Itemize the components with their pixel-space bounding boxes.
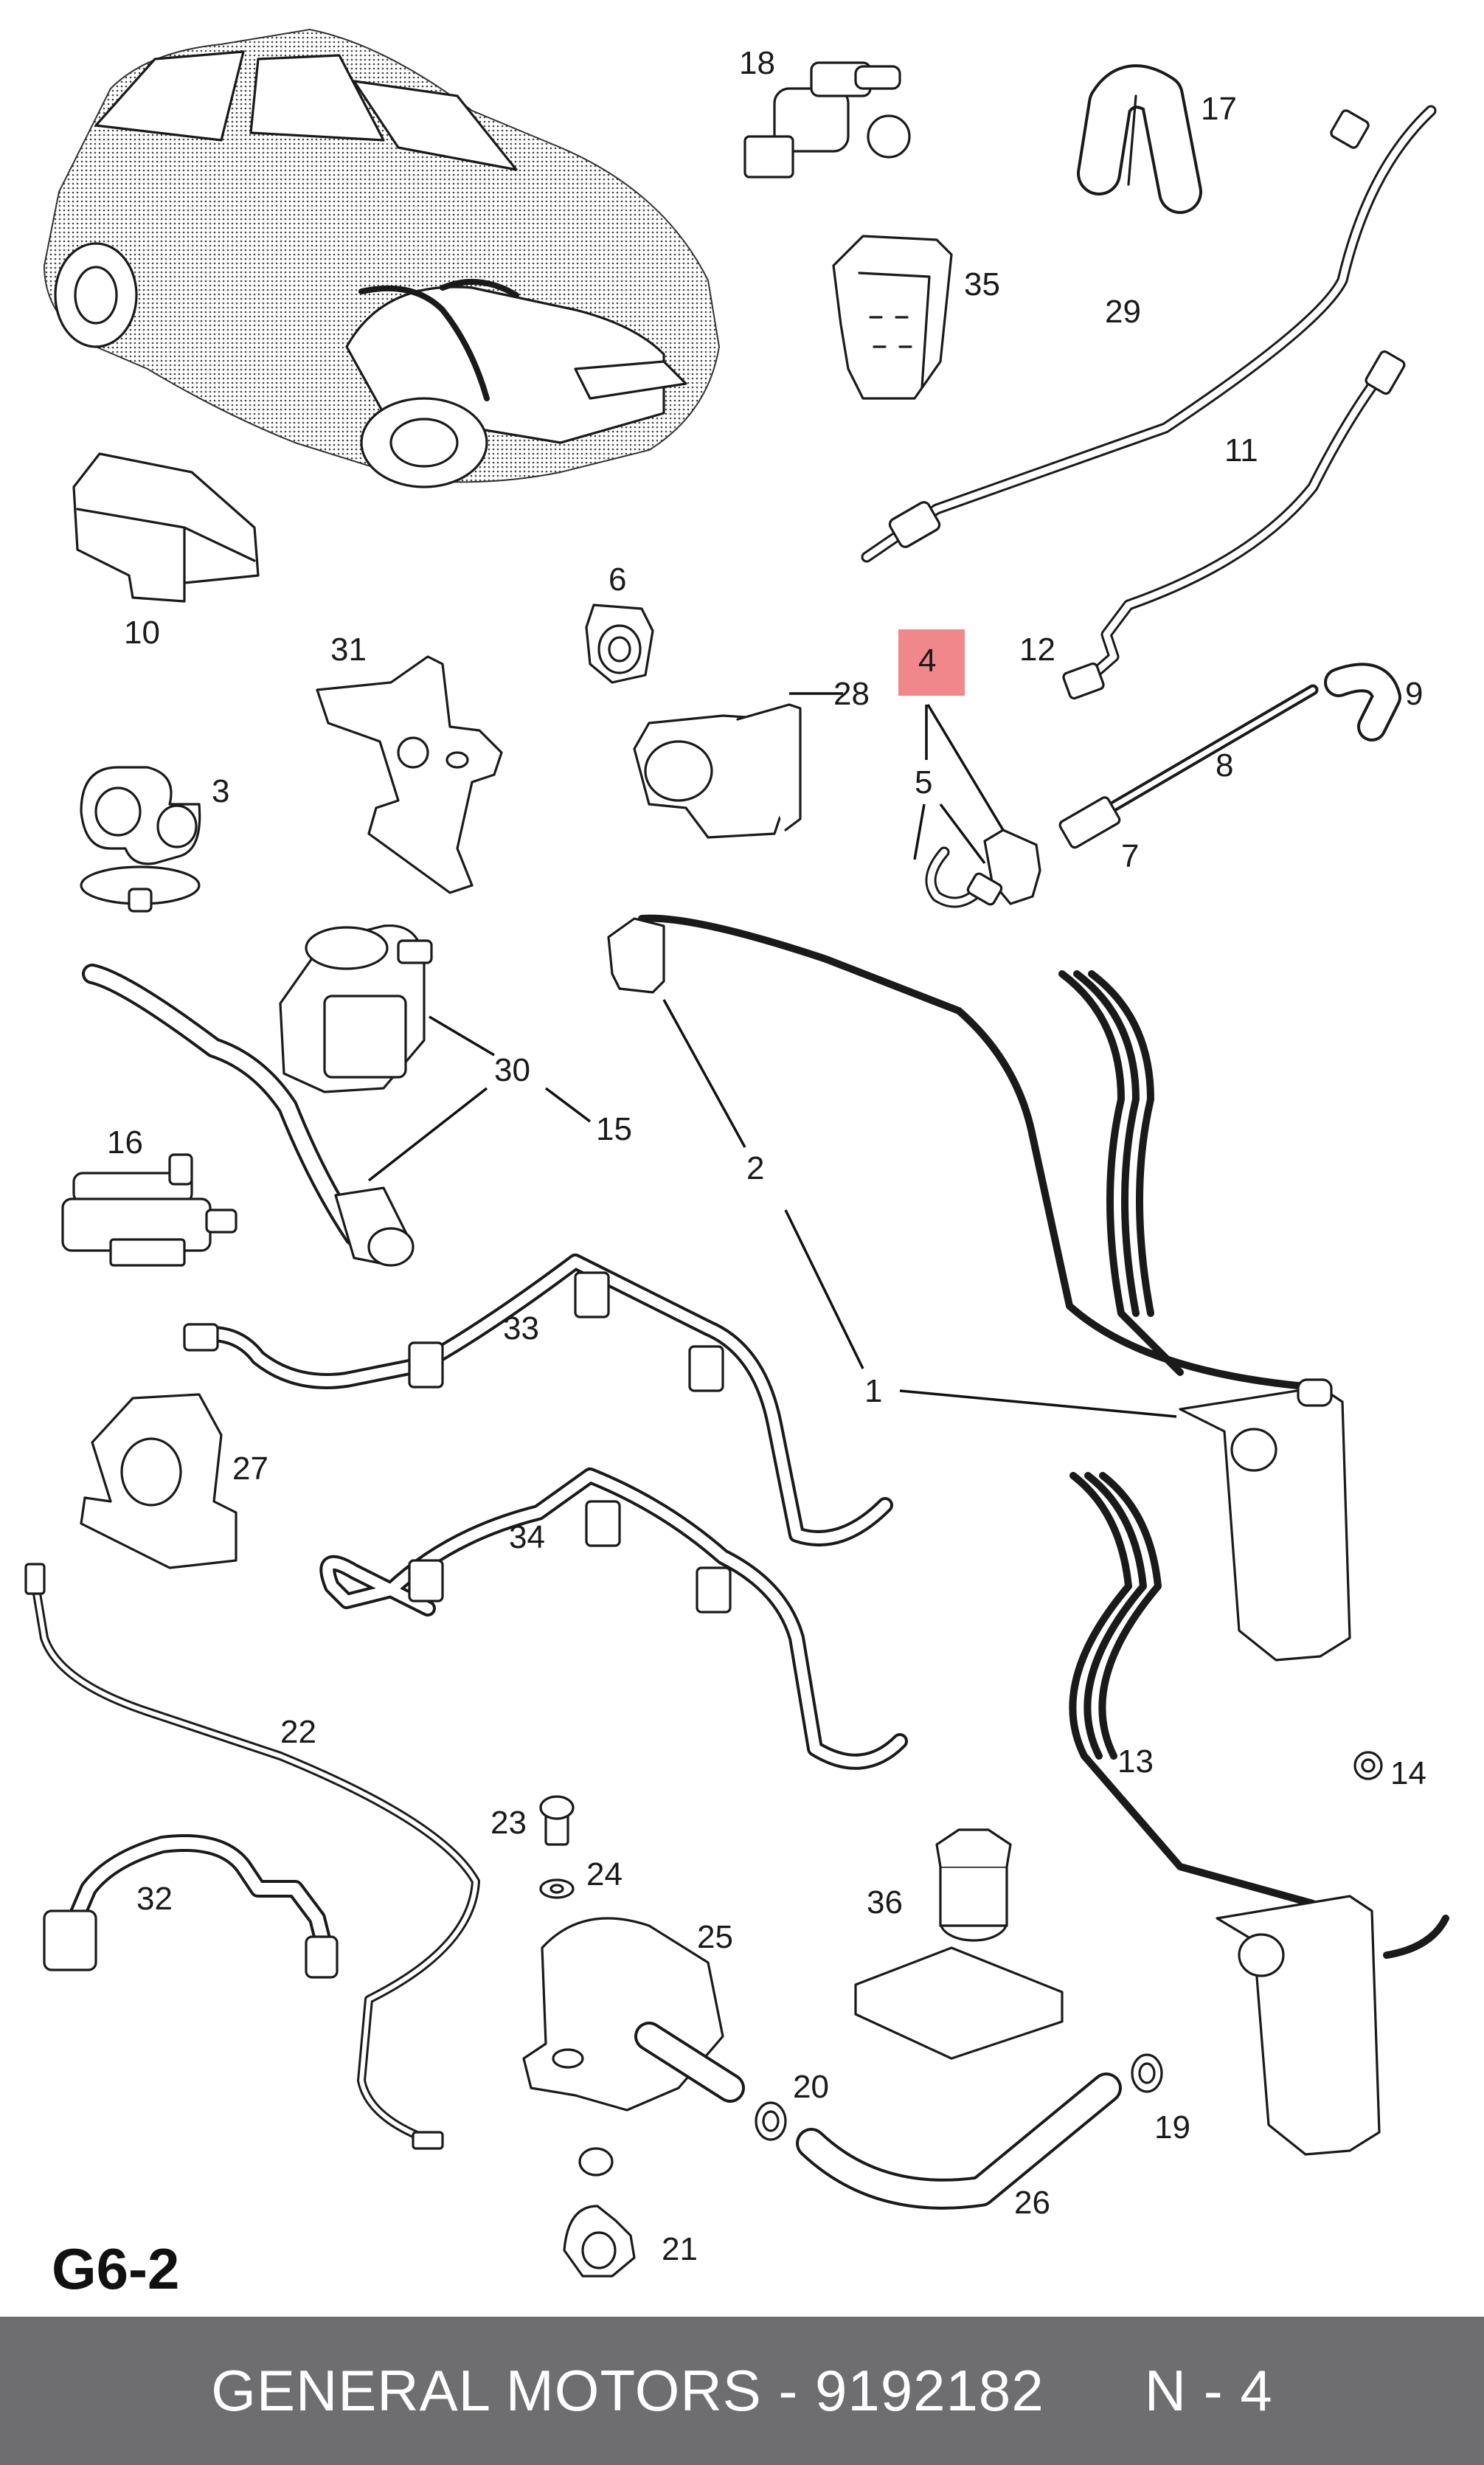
- part-14-nut: [1353, 1751, 1383, 1780]
- footer-bar: GENERAL MOTORS - 9192182 N - 4: [0, 2317, 1484, 2465]
- footer-part-number-text: GENERAL MOTORS - 9192182 N - 4: [211, 2358, 1273, 2423]
- part-label-10: 10: [124, 615, 160, 651]
- part-16-valve: [61, 1153, 237, 1267]
- part-label-25: 25: [697, 1919, 733, 1955]
- part-35-clip: [832, 235, 953, 400]
- part-label-28: 28: [833, 676, 870, 712]
- part-label-4: 4: [918, 643, 936, 679]
- part-label-15: 15: [596, 1111, 632, 1147]
- part-label-6: 6: [608, 561, 626, 598]
- part-label-17: 17: [1201, 91, 1237, 127]
- part-13-canister-assembly: [1069, 1472, 1449, 2156]
- part-27-bracket: [80, 1393, 237, 1569]
- part-30-valve-assembly: [82, 924, 433, 1267]
- part-23-24-bolt-washer: [539, 1795, 575, 1899]
- part-label-21: 21: [662, 2231, 698, 2267]
- part-label-30: 30: [494, 1052, 530, 1088]
- diagram-code: G6-2: [52, 2236, 180, 2301]
- part-34-hose: [319, 1467, 908, 1770]
- part-25-canister: [522, 1917, 745, 2112]
- part-32-hose: [43, 1834, 339, 1979]
- part-label-31: 31: [330, 632, 367, 668]
- part-33-hose: [183, 1254, 893, 1546]
- part-label-5: 5: [915, 764, 932, 801]
- part-label-19: 19: [1154, 2109, 1190, 2146]
- part-26-hose: [796, 2072, 1122, 2210]
- highlight-box-part-4: [898, 629, 965, 696]
- parts-diagram: 18 17 35 29 11 10 6 12 31 4 28 9 8 3 5 7…: [24, 28, 1449, 2278]
- part-21-clamp: [563, 2147, 636, 2278]
- part-11-pipe: [1062, 350, 1406, 700]
- part-6-grommet: [585, 604, 654, 684]
- part-label-11: 11: [1224, 432, 1258, 469]
- part-20-19-clamps: [755, 2053, 1163, 2141]
- part-28-bracket: [633, 703, 802, 839]
- part-label-22: 22: [280, 1714, 316, 1750]
- part-3-clip: [80, 766, 201, 913]
- part-label-20: 20: [793, 2069, 829, 2105]
- part-label-2: 2: [746, 1150, 764, 1186]
- part-label-18: 18: [739, 45, 775, 81]
- part-29-pipe: [861, 105, 1437, 563]
- part-18-valve: [743, 61, 911, 179]
- part-10-cover: [72, 452, 260, 603]
- part-label-8: 8: [1216, 747, 1233, 784]
- part-17-hose-bend: [1077, 64, 1202, 214]
- part-label-35: 35: [964, 266, 1000, 302]
- part-label-7: 7: [1121, 838, 1139, 874]
- part-label-34: 34: [509, 1519, 545, 1555]
- part-label-9: 9: [1405, 676, 1423, 712]
- part-label-32: 32: [136, 1881, 173, 1917]
- part-4-5-hose-parts: [925, 663, 1401, 908]
- part-label-13: 13: [1117, 1743, 1154, 1780]
- part-label-27: 27: [232, 1451, 268, 1487]
- vehicle-overview-illustration: [43, 28, 721, 488]
- part-label-26: 26: [1014, 2185, 1050, 2221]
- part-label-24: 24: [586, 1856, 623, 1892]
- part-1-2-canister-assembly: [607, 914, 1351, 1662]
- part-label-3: 3: [212, 773, 229, 809]
- part-label-29: 29: [1105, 294, 1141, 330]
- part-label-1: 1: [864, 1373, 882, 1409]
- part-label-23: 23: [490, 1805, 527, 1841]
- part-label-12: 12: [1019, 632, 1055, 668]
- leader-lines: [367, 692, 1177, 1418]
- part-label-33: 33: [503, 1310, 539, 1346]
- part-31-bracket: [316, 655, 503, 894]
- part-label-14: 14: [1390, 1755, 1426, 1791]
- part-label-36: 36: [867, 1884, 903, 1921]
- part-36-bracket: [854, 1828, 1064, 2060]
- part-labels: 18 17 35 29 11 10 6 12 31 4 28 9 8 3 5 7…: [107, 45, 1426, 2267]
- part-label-16: 16: [107, 1124, 143, 1161]
- part-22-pipe: [24, 1563, 480, 2150]
